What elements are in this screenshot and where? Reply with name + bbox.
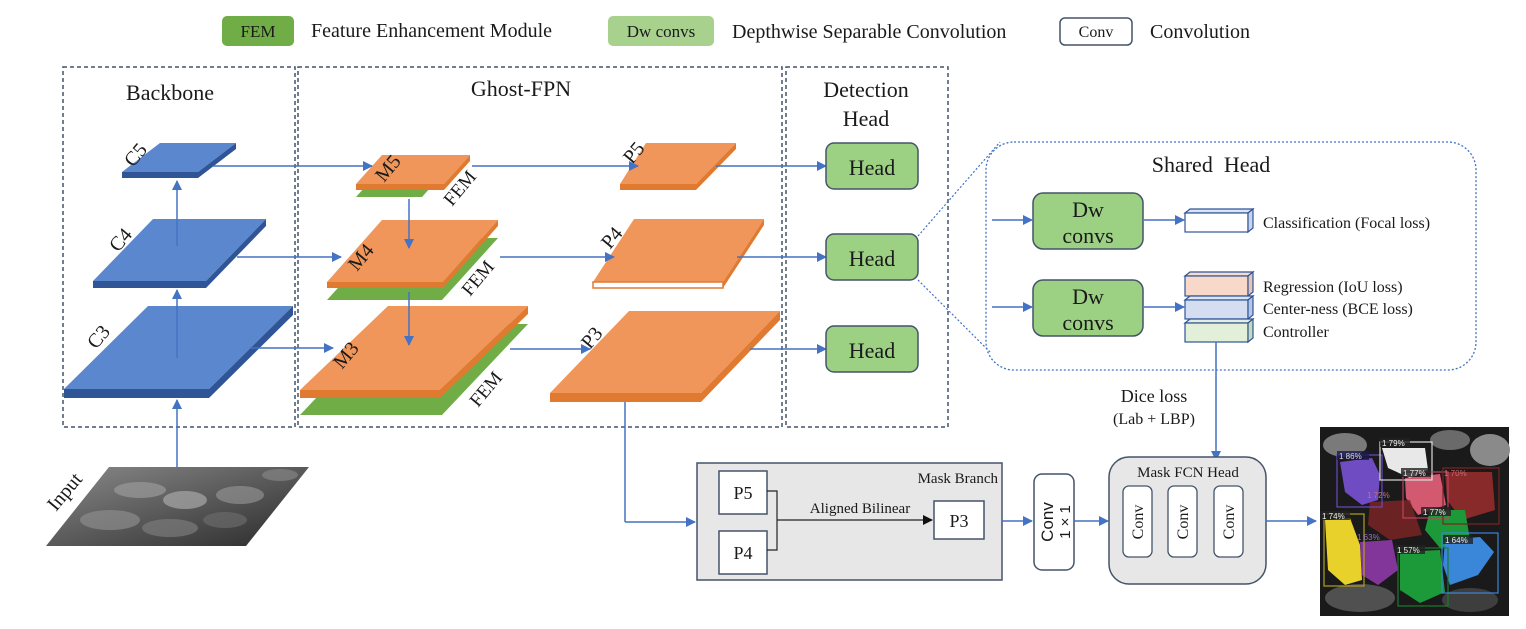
c4-feature-map (93, 219, 266, 288)
mask-fcn-conv-1: Conv (1122, 485, 1153, 558)
result-label-4: 1 70% (1444, 469, 1467, 478)
m5-feature-map (356, 155, 470, 197)
shared-head-frame (985, 141, 1477, 371)
backbone-frame (62, 66, 296, 428)
mask-p4-label: P4 (733, 543, 752, 563)
centerness-label: Center-ness (BCE loss) (1263, 301, 1413, 318)
mask-pink (1405, 474, 1446, 515)
dw-convs-2-line1: Dw (1072, 284, 1104, 309)
dw-convs-block-2: Dw convs (1032, 279, 1144, 337)
result-label-9: 1 64% (1445, 536, 1468, 545)
p3-feature-map (550, 311, 780, 402)
legend-dw-description: Depthwise Separable Convolution (732, 21, 1006, 43)
head-label-2: Head (849, 246, 895, 271)
result-label-2: 1 79% (1382, 439, 1405, 448)
section-frames (62, 66, 949, 428)
conv-1x1-block: Conv 1 × 1 (1033, 473, 1075, 571)
aligned-bilinear-label: Aligned Bilinear (810, 501, 910, 517)
legend-conv-badge (1059, 17, 1133, 46)
detection-head-title-2: Head (843, 106, 889, 131)
mask-violet (1360, 540, 1398, 585)
mask-fcn-conv-2-label: Conv (1175, 505, 1192, 540)
controller-output-block (1183, 317, 1255, 344)
result-label-3: 1 77% (1403, 469, 1426, 478)
legend-dw-badge-label: Dw convs (627, 22, 695, 41)
mask-purple (1340, 458, 1380, 505)
backbone-title: Backbone (126, 80, 214, 105)
mask-branch-title: Mask Branch (918, 471, 999, 487)
mask-yellow (1325, 518, 1362, 585)
classification-label: Classification (Focal loss) (1263, 215, 1430, 232)
input-image (46, 467, 309, 546)
dw-convs-block-1: Dw convs (1032, 192, 1144, 250)
detection-head-title-1: Detection (823, 77, 909, 102)
legend-conv-description: Convolution (1150, 21, 1250, 43)
head-label-1: Head (849, 155, 895, 180)
c3-feature-map (64, 306, 293, 398)
dice-loss-sub-label: (Lab + LBP) (1113, 411, 1195, 428)
m4-feature-map (327, 220, 498, 300)
regression-output-block (1183, 270, 1255, 298)
mask-fcn-conv-3-label: Conv (1221, 505, 1238, 540)
m3-feature-map (300, 306, 528, 415)
detection-head-frame (785, 66, 949, 428)
head-block-1: Head (825, 142, 919, 190)
result-label-7: 1 77% (1423, 508, 1446, 517)
c5-feature-map (122, 143, 236, 178)
legend: FEM Feature Enhancement Module Dw convs … (222, 16, 1250, 46)
aligned-bilinear-connector (767, 490, 933, 551)
mask-p4-box: P4 (718, 530, 768, 575)
result-label-1: 1 86% (1339, 452, 1362, 461)
result-label-10: 1 57% (1397, 546, 1420, 555)
result-label-6: 1 74% (1322, 512, 1345, 521)
result-label-5: 1 72% (1367, 491, 1390, 500)
mask-fcn-conv-3: Conv (1213, 485, 1244, 558)
legend-fem-description: Feature Enhancement Module (311, 20, 552, 42)
mask-p5-box: P5 (718, 470, 768, 515)
mask-p3-box: P3 (933, 500, 985, 540)
legend-fem-badge-label: FEM (241, 22, 276, 41)
mask-fcn-conv-1-label: Conv (1130, 505, 1147, 540)
regression-label: Regression (IoU loss) (1263, 279, 1403, 296)
mask-fcn-conv-2: Conv (1167, 485, 1198, 558)
shared-head-arrows (992, 215, 1185, 312)
lateral-arrows (213, 161, 827, 354)
dice-loss-label: Dice loss (1121, 386, 1188, 406)
mask-p5-label: P5 (733, 483, 752, 503)
result-image: 1 86% 1 79% 1 77% 1 70% 1 72% 1 74% 1 77… (1320, 427, 1510, 616)
mask-darkred (1368, 500, 1422, 540)
zoom-connector-lines (917, 141, 1001, 353)
head-block-2: Head (825, 233, 919, 281)
dw-convs-1-line2: convs (1062, 223, 1113, 248)
classification-output-block (1183, 207, 1255, 234)
mask-red (1445, 472, 1495, 520)
centerness-output-block (1183, 294, 1255, 321)
ghost-fpn-frame (297, 66, 783, 428)
mask-p3-label: P3 (949, 511, 968, 531)
legend-conv-badge-label: Conv (1079, 24, 1114, 41)
dw-convs-1-line1: Dw (1072, 197, 1104, 222)
head-block-3: Head (825, 325, 919, 373)
mask-green-bottom (1400, 550, 1445, 603)
result-label-8: 1 63% (1357, 533, 1380, 542)
mask-fcn-head-title: Mask FCN Head (1137, 465, 1239, 481)
conv-1x1-label-2: 1 × 1 (1057, 505, 1074, 539)
legend-dw-badge (608, 16, 714, 46)
shared-head-title: Shared Head (1152, 152, 1271, 177)
p4-feature-map (592, 219, 764, 289)
mask-blue (1443, 537, 1494, 585)
controller-label: Controller (1263, 324, 1329, 341)
legend-fem-badge (222, 16, 294, 46)
conv-1x1-label-1: Conv (1038, 502, 1057, 542)
ghost-fpn-title: Ghost-FPN (471, 76, 571, 101)
head-label-3: Head (849, 338, 895, 363)
dw-convs-2-line2: convs (1062, 310, 1113, 335)
